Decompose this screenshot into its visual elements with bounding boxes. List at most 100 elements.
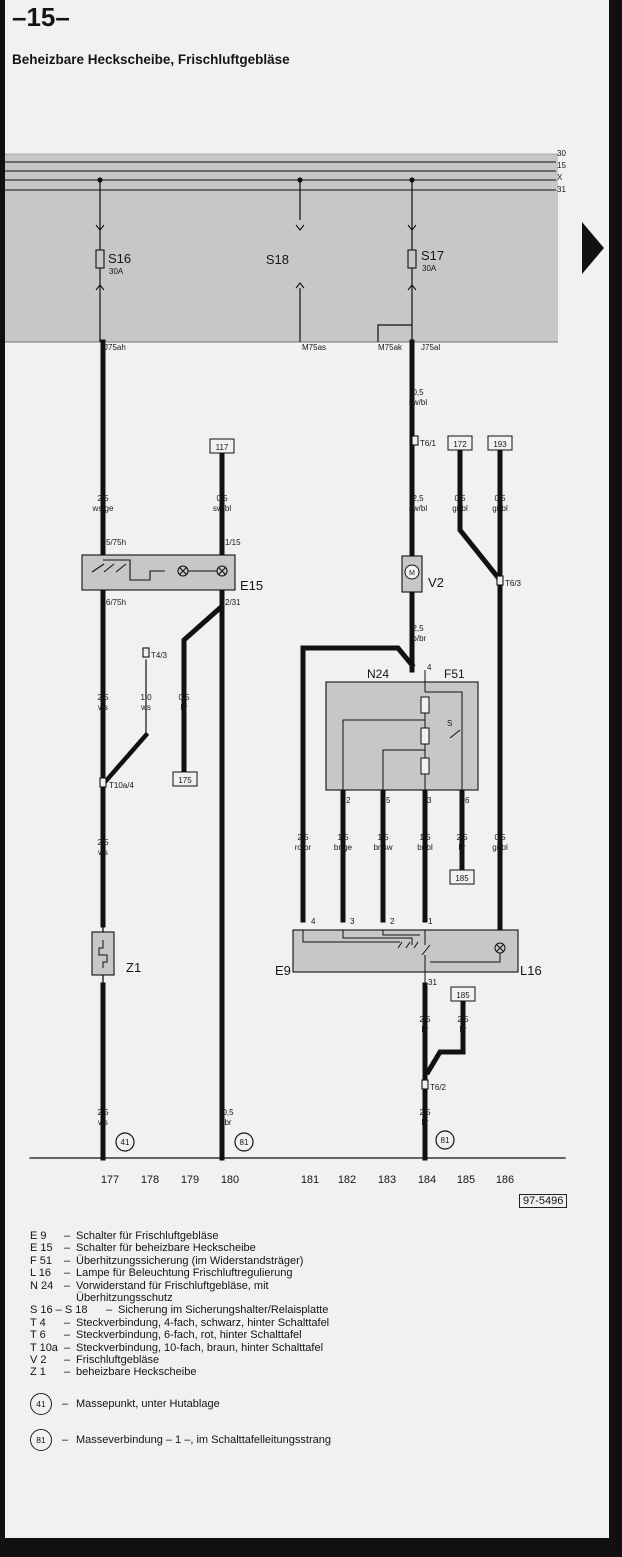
- wire-size: 2,5: [97, 693, 109, 702]
- pin-label: 1/15: [225, 538, 241, 547]
- fuse-s16-name: S16: [108, 251, 131, 266]
- ref-box: 185: [456, 991, 470, 1000]
- column-number: 178: [141, 1174, 159, 1186]
- wire-size: 1,5: [337, 833, 349, 842]
- wire-size: 0,5: [222, 1108, 234, 1117]
- legend-item: T 10a–Steckverbindung, 10-fach, braun, h…: [30, 1341, 324, 1354]
- wire-color: br/ge: [334, 843, 353, 852]
- wire-size: 2,5: [297, 833, 309, 842]
- power-rails: [5, 161, 556, 191]
- terminal-m75as: M75as: [302, 343, 326, 352]
- wire-color: br: [421, 1025, 428, 1034]
- wire-size: 2,5: [419, 1015, 431, 1024]
- legend-item: S 16 – S 18–Sicherung im Sicherungshalte…: [30, 1304, 329, 1317]
- fuse-s18-name: S18: [266, 252, 289, 267]
- pin-label: 3: [427, 796, 432, 805]
- connector-t6-2: T6/2: [430, 1083, 447, 1092]
- wire-size: 0,5: [412, 388, 424, 397]
- switch-e15-box: [81, 554, 236, 591]
- component-z1-label: Z1: [126, 960, 141, 975]
- ground-point-81: 81: [240, 1138, 249, 1147]
- ground-point-41: 41: [121, 1138, 130, 1147]
- wire-size: 2,5: [456, 833, 468, 842]
- page-title: Beheizbare Heckscheibe, Frischluftgebläs…: [12, 52, 290, 67]
- legend-item: E 15–Schalter für beheizbare Heckscheibe: [30, 1242, 256, 1255]
- wire-color: ws: [97, 1118, 108, 1127]
- legend-item: F 51–Überhitzungssicherung (im Widerstan…: [30, 1254, 304, 1267]
- wire-size: 2,5: [412, 624, 424, 633]
- wire-color: br: [459, 1025, 466, 1034]
- wire-size: 0,5: [494, 494, 506, 503]
- wire-color: ws: [140, 703, 151, 712]
- fuse-s17-symbol: [407, 249, 417, 269]
- pin-label: 6/75h: [106, 598, 126, 607]
- wire-color: ws: [97, 848, 108, 857]
- wire-size: 2,5: [419, 1108, 431, 1117]
- ref-box: 117: [216, 443, 229, 452]
- wire-color: br: [180, 703, 187, 712]
- wire-color: br: [224, 1118, 231, 1127]
- ref-box: 193: [493, 440, 507, 449]
- legend-item: N 24–Vorwiderstand für Frischluftgebläse…: [30, 1279, 269, 1305]
- pin-label: 4: [427, 663, 432, 672]
- fuse-s17-rating: 30A: [422, 264, 437, 273]
- wire-color: ro/br: [410, 634, 427, 643]
- wire-color: br/bl: [417, 843, 433, 852]
- column-number: 185: [457, 1174, 475, 1186]
- pin-label: 4: [311, 917, 316, 926]
- fuse-s16-rating: 30A: [109, 267, 124, 276]
- wire-size: 2,5: [412, 494, 424, 503]
- connector-t10a-4: T10a/4: [109, 781, 134, 790]
- column-number: 186: [496, 1174, 514, 1186]
- wire-size: 2,5: [97, 1108, 109, 1117]
- legend-item: T 6–Steckverbindung, 6-fach, rot, hinter…: [30, 1329, 302, 1342]
- page-number: –15–: [12, 2, 70, 32]
- component-legend: E 9–Schalter für Frischluftgebläse E 15–…: [30, 1230, 550, 1451]
- component-v2-label: V2: [428, 575, 444, 590]
- legend-item: E 9–Schalter für Frischluftgebläse: [30, 1230, 219, 1242]
- component-n24-label: N24: [367, 667, 389, 681]
- legend-item: Z 1–beheizbare Heckscheibe: [30, 1366, 197, 1379]
- thermo-switch-label: S: [447, 719, 452, 728]
- wire-color: gr/bl: [492, 504, 508, 513]
- fuse-s17-name: S17: [421, 248, 444, 263]
- wire-size: 0,5: [494, 833, 506, 842]
- wire-color: ws/ge: [92, 504, 114, 513]
- ground-symbol-icon: 41: [30, 1392, 52, 1415]
- fuse-s18-gap: [296, 220, 304, 288]
- wire-color: br: [458, 843, 465, 852]
- pin-label: 1: [428, 917, 433, 926]
- heated-rear-window-z1: [91, 931, 115, 976]
- wire-color: br/sw: [373, 843, 392, 852]
- fuse-s16-symbol: [95, 249, 105, 269]
- wire-size: 0,5: [178, 693, 190, 702]
- wire-color: ro/br: [295, 843, 312, 852]
- wires: [29, 339, 566, 1161]
- connector-t6-1: T6/1: [420, 439, 437, 448]
- terminal-j75al: J75al: [421, 343, 440, 352]
- pin-label: 5/75h: [106, 538, 126, 547]
- wire-size: 2,5: [97, 494, 109, 503]
- pin-label: 2: [346, 796, 351, 805]
- component-f51-label: F51: [444, 667, 465, 681]
- column-number: 179: [181, 1174, 199, 1186]
- wire-size: 0,5: [216, 494, 228, 503]
- terminal-j75ah: J75ah: [104, 343, 126, 352]
- scan-edge-right: [609, 0, 622, 1557]
- wire-color: sw/bl: [213, 504, 231, 513]
- column-number: 182: [338, 1174, 356, 1186]
- ground-legend-item: 41 –Massepunkt, unter Hutablage: [30, 1392, 550, 1415]
- pin-label: 2: [390, 917, 395, 926]
- ground-symbol-icon: 81: [30, 1428, 52, 1451]
- rail-label: 30: [557, 149, 566, 158]
- pin-label: 5: [386, 796, 391, 805]
- rail-label: 15: [557, 161, 566, 170]
- legend-item: L 16–Lampe für Beleuchtung Frischluftreg…: [30, 1267, 293, 1280]
- terminal-m75ak: M75ak: [378, 343, 403, 352]
- switch-e9-box: [292, 929, 519, 973]
- page-marker-arrow-icon: [582, 222, 604, 274]
- connector-t6-3: T6/3: [505, 579, 522, 588]
- wire-size: 1,5: [377, 833, 389, 842]
- column-number: 181: [301, 1174, 319, 1186]
